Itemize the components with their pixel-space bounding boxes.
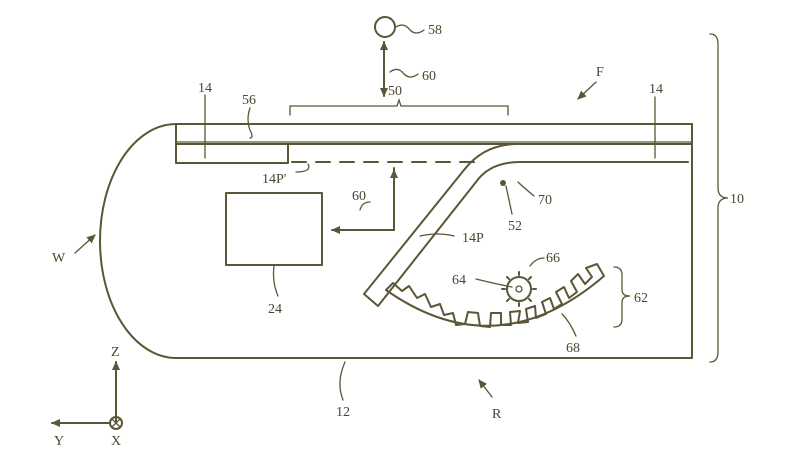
label-58: 58	[428, 23, 442, 38]
label-70: 70	[538, 193, 552, 208]
component-24	[225, 192, 323, 266]
arrow-w	[74, 234, 96, 254]
label-64: 64	[452, 273, 466, 288]
label-y: Y	[54, 434, 64, 449]
label-z: Z	[111, 345, 120, 360]
pinion-gear-66	[501, 271, 537, 307]
label-12: 12	[336, 405, 350, 420]
arrow-f	[577, 81, 597, 100]
leader-60-top	[389, 68, 419, 78]
label-14-right: 14	[649, 82, 663, 97]
leader-60-mid	[359, 201, 371, 211]
label-x: X	[111, 434, 121, 449]
leader-52	[505, 185, 513, 215]
leader-14p	[419, 233, 455, 237]
axis-x-symbol	[109, 416, 123, 430]
gear-rack-68	[385, 263, 605, 328]
label-50: 50	[388, 84, 402, 99]
label-14p: 14P	[462, 231, 484, 246]
leader-14p-prime	[295, 163, 310, 173]
brace-50	[289, 97, 509, 116]
arrow-r	[478, 379, 493, 398]
label-24: 24	[268, 302, 282, 317]
element-58	[374, 16, 396, 38]
label-68: 68	[566, 341, 580, 356]
label-14-left: 14	[198, 81, 212, 96]
leader-70	[517, 181, 535, 197]
brace-10	[709, 33, 729, 363]
label-r: R	[492, 407, 502, 422]
leader-68	[561, 313, 577, 337]
leader-56	[247, 107, 253, 139]
leader-24	[272, 265, 279, 297]
display-left-segment	[175, 143, 289, 164]
label-f: F	[596, 65, 604, 80]
label-62: 62	[634, 291, 648, 306]
leader-64	[475, 278, 513, 288]
label-56: 56	[242, 93, 256, 108]
label-52: 52	[508, 219, 522, 234]
brace-62	[613, 266, 631, 328]
label-w: W	[52, 251, 66, 266]
label-60-top: 60	[422, 69, 436, 84]
display-layer-14	[175, 123, 693, 145]
label-66: 66	[546, 251, 560, 266]
label-60-mid: 60	[352, 189, 366, 204]
label-10: 10	[730, 192, 744, 207]
leader-58	[395, 24, 425, 34]
pivot-52	[500, 180, 506, 186]
label-14p-prime: 14P'	[262, 172, 286, 187]
leader-66	[529, 257, 545, 267]
device-housing	[99, 123, 693, 359]
panel-14p	[363, 143, 689, 307]
leader-12	[339, 361, 346, 401]
